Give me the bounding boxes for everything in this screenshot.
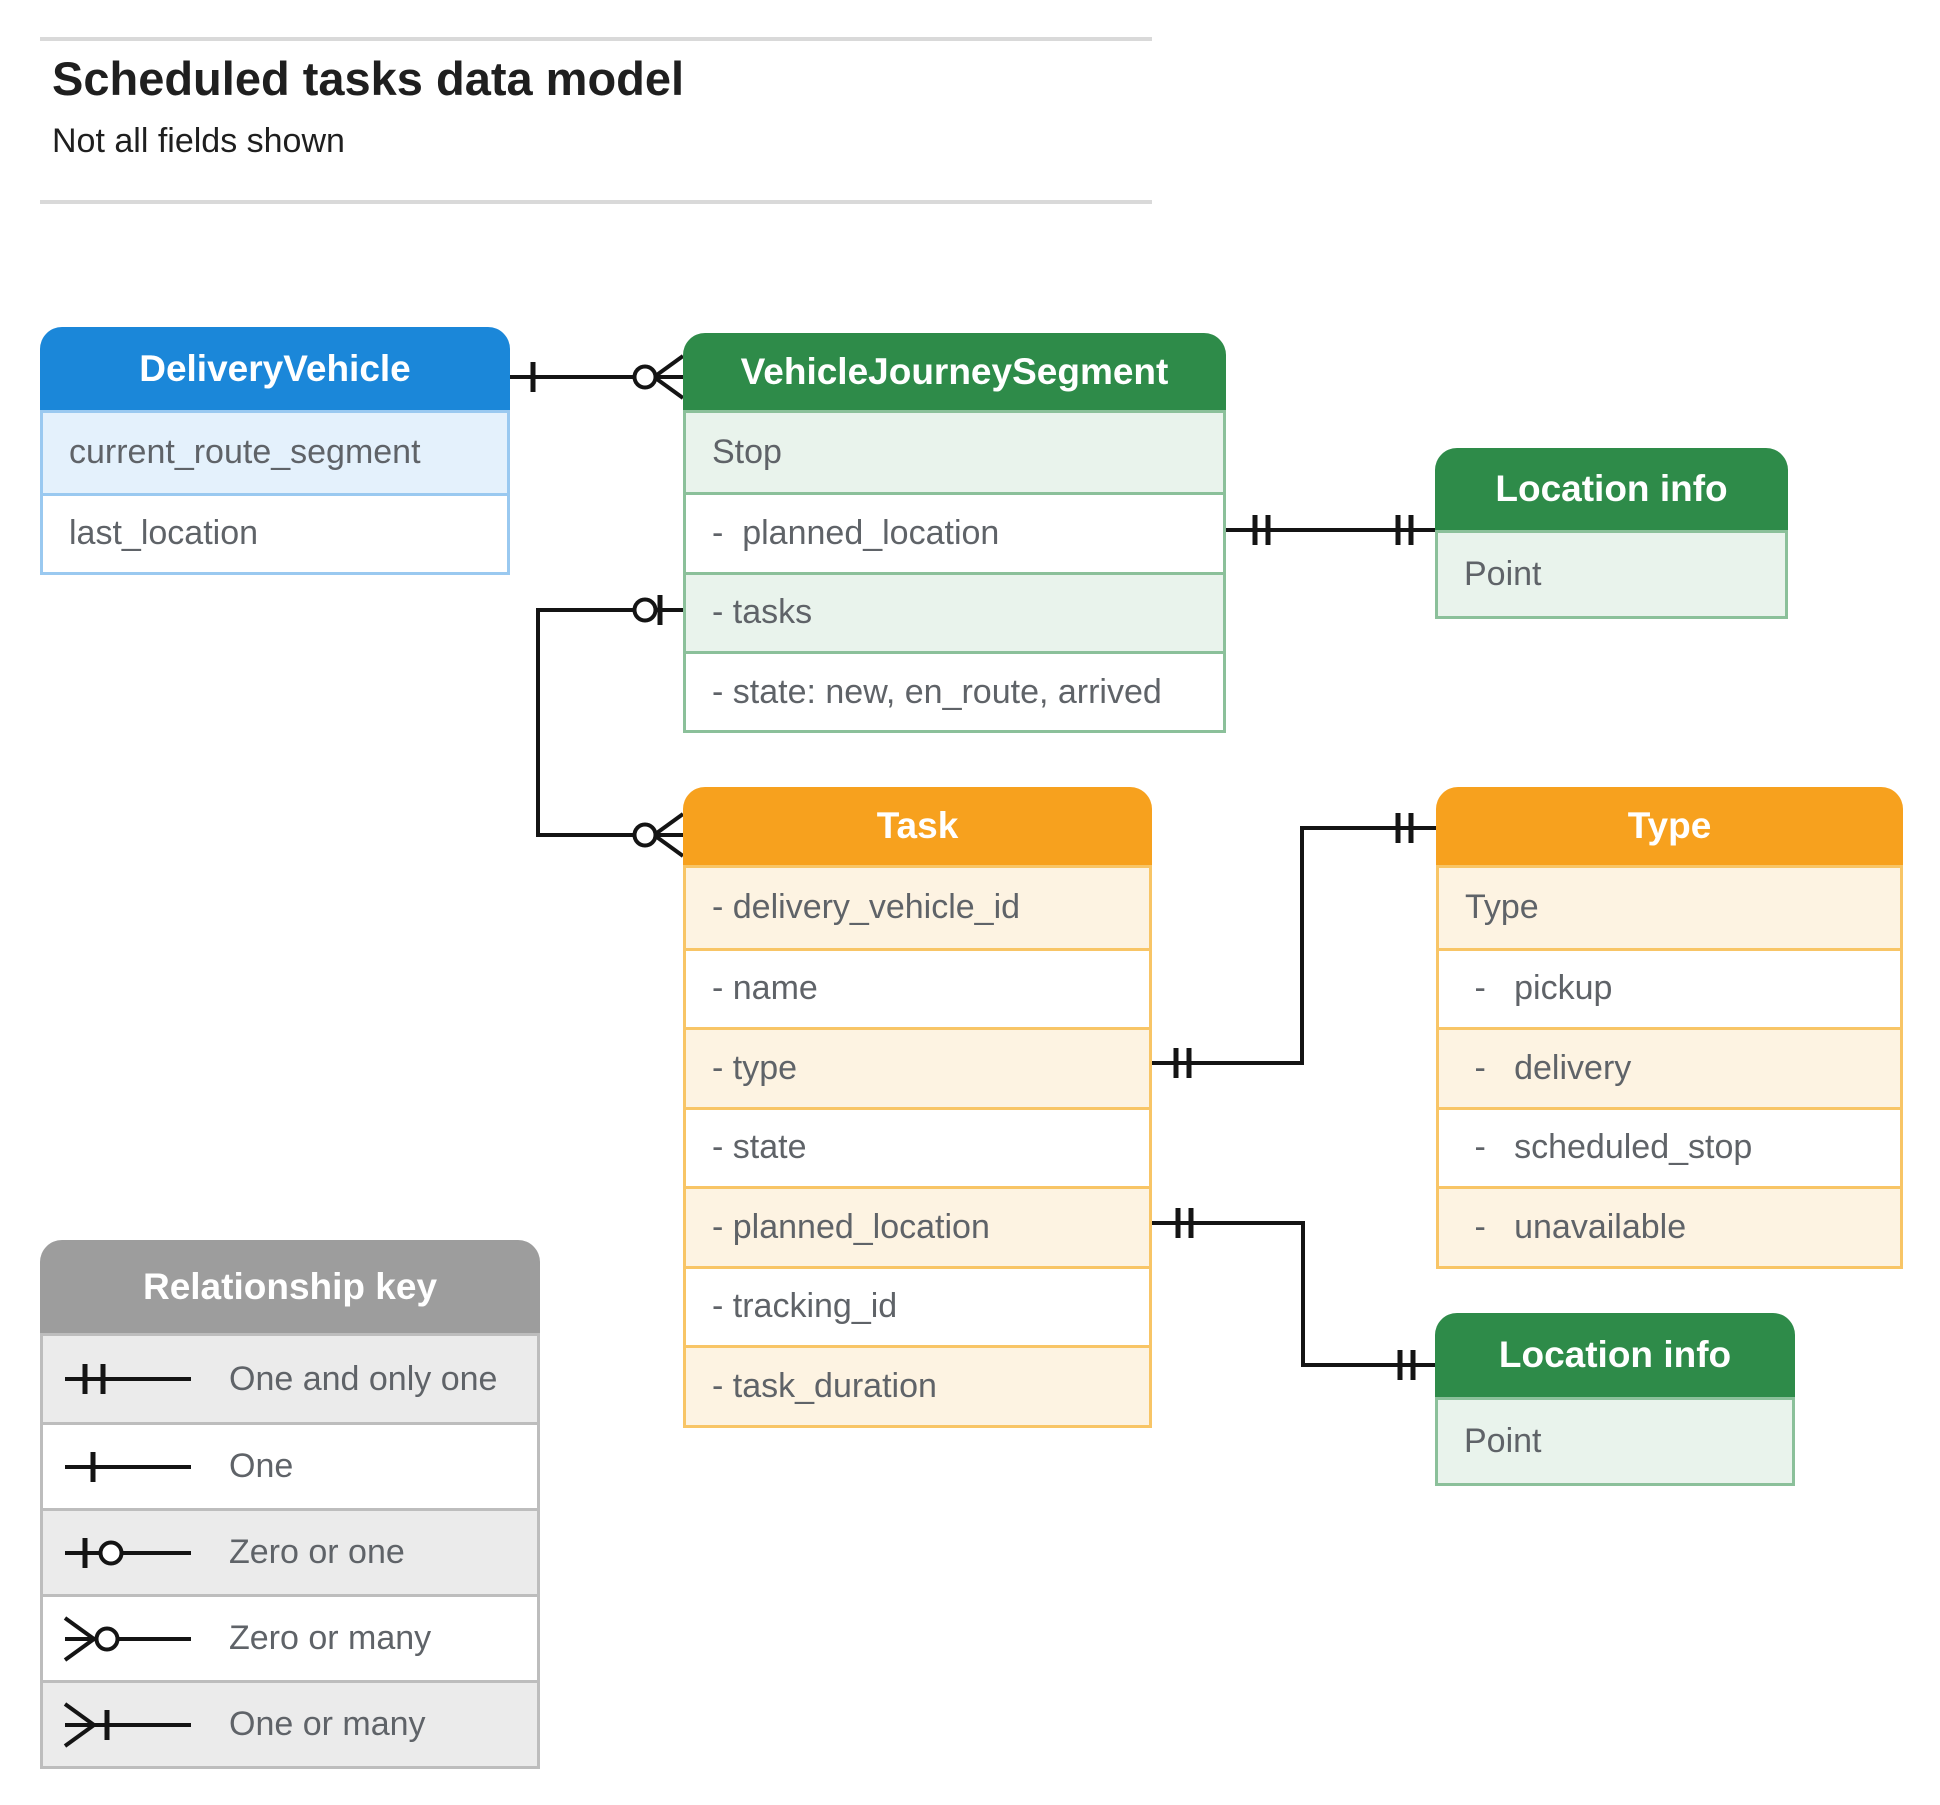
connector-task-type-to-type xyxy=(1152,813,1436,1078)
field-row: - delivery_vehicle_id xyxy=(686,868,1149,948)
page-subtitle: Not all fields shown xyxy=(52,122,345,160)
entity-title: VehicleJourneySegment xyxy=(683,333,1226,410)
legend-label: One or many xyxy=(229,1705,426,1743)
entity-field-list: Point xyxy=(1435,530,1788,619)
entity-title: Location info xyxy=(1435,1313,1795,1397)
symbol-one-or-many-icon xyxy=(63,1701,191,1748)
entity-field-list: - delivery_vehicle_id- name- type- state… xyxy=(683,865,1152,1428)
legend-row: One or many xyxy=(43,1680,537,1766)
field-row: - name xyxy=(686,947,1149,1027)
field-row: Type xyxy=(1439,868,1900,948)
field-row: - task_duration xyxy=(686,1345,1149,1425)
entity-field-list: Stop- planned_location- tasks- state: ne… xyxy=(683,410,1226,734)
top-divider xyxy=(40,37,1152,41)
field-row: - pickup xyxy=(1439,947,1900,1027)
connector-deliveryvehicle-to-vehiclejourneysegment xyxy=(510,354,685,400)
connector-vehiclejourneysegment-tasks-to-task xyxy=(536,595,685,858)
field-row: Stop xyxy=(686,413,1223,493)
entity-field-list: Point xyxy=(1435,1397,1795,1486)
field-row: - unavailable xyxy=(1439,1186,1900,1266)
field-row: current_route_segment xyxy=(43,413,507,493)
legend-label: One and only one xyxy=(229,1359,498,1398)
field-row: - tracking_id xyxy=(686,1265,1149,1345)
relationship-key-title: Relationship key xyxy=(40,1240,540,1333)
symbol-one-icon xyxy=(65,1451,191,1482)
entity-title: Task xyxy=(683,787,1152,865)
connector-vehiclejourneysegment-planned-location-to-location-info xyxy=(1226,515,1435,545)
connector-task-planned-location-to-location-info xyxy=(1152,1208,1435,1380)
field-row: - delivery xyxy=(1439,1027,1900,1107)
entity-title: Location info xyxy=(1435,448,1788,530)
field-row: - scheduled_stop xyxy=(1439,1106,1900,1186)
symbol-zero-or-one-icon xyxy=(65,1537,191,1568)
legend-row: Zero or many xyxy=(43,1594,537,1680)
entity-task: Task- delivery_vehicle_id- name- type- s… xyxy=(683,787,1152,1428)
field-row: - state xyxy=(686,1106,1149,1186)
field-row: last_location xyxy=(43,492,507,572)
field-row: - tasks xyxy=(686,571,1223,651)
symbol-one-and-only-one-icon xyxy=(65,1364,191,1394)
entity-field-list: Type - pickup - delivery - scheduled_sto… xyxy=(1436,865,1903,1269)
entity-title: Type xyxy=(1436,787,1903,865)
field-row: - planned_location xyxy=(686,1186,1149,1266)
field-row: - planned_location xyxy=(686,492,1223,572)
field-row: - state: new, en_route, arrived xyxy=(686,650,1223,731)
field-row: Point xyxy=(1438,533,1785,616)
legend-row: Zero or one xyxy=(43,1508,537,1594)
entity-title: DeliveryVehicle xyxy=(40,327,510,410)
field-row: - type xyxy=(686,1027,1149,1107)
legend-row: One and only one xyxy=(43,1336,537,1422)
subtitle-divider xyxy=(40,200,1152,204)
legend-label: Zero or one xyxy=(229,1533,405,1571)
page-title: Scheduled tasks data model xyxy=(52,52,685,105)
field-row: Point xyxy=(1438,1400,1792,1483)
legend-row: One xyxy=(43,1422,537,1508)
legend-label: One xyxy=(229,1447,294,1485)
symbol-zero-or-many-icon xyxy=(63,1615,191,1662)
legend-label: Zero or many xyxy=(229,1619,432,1657)
